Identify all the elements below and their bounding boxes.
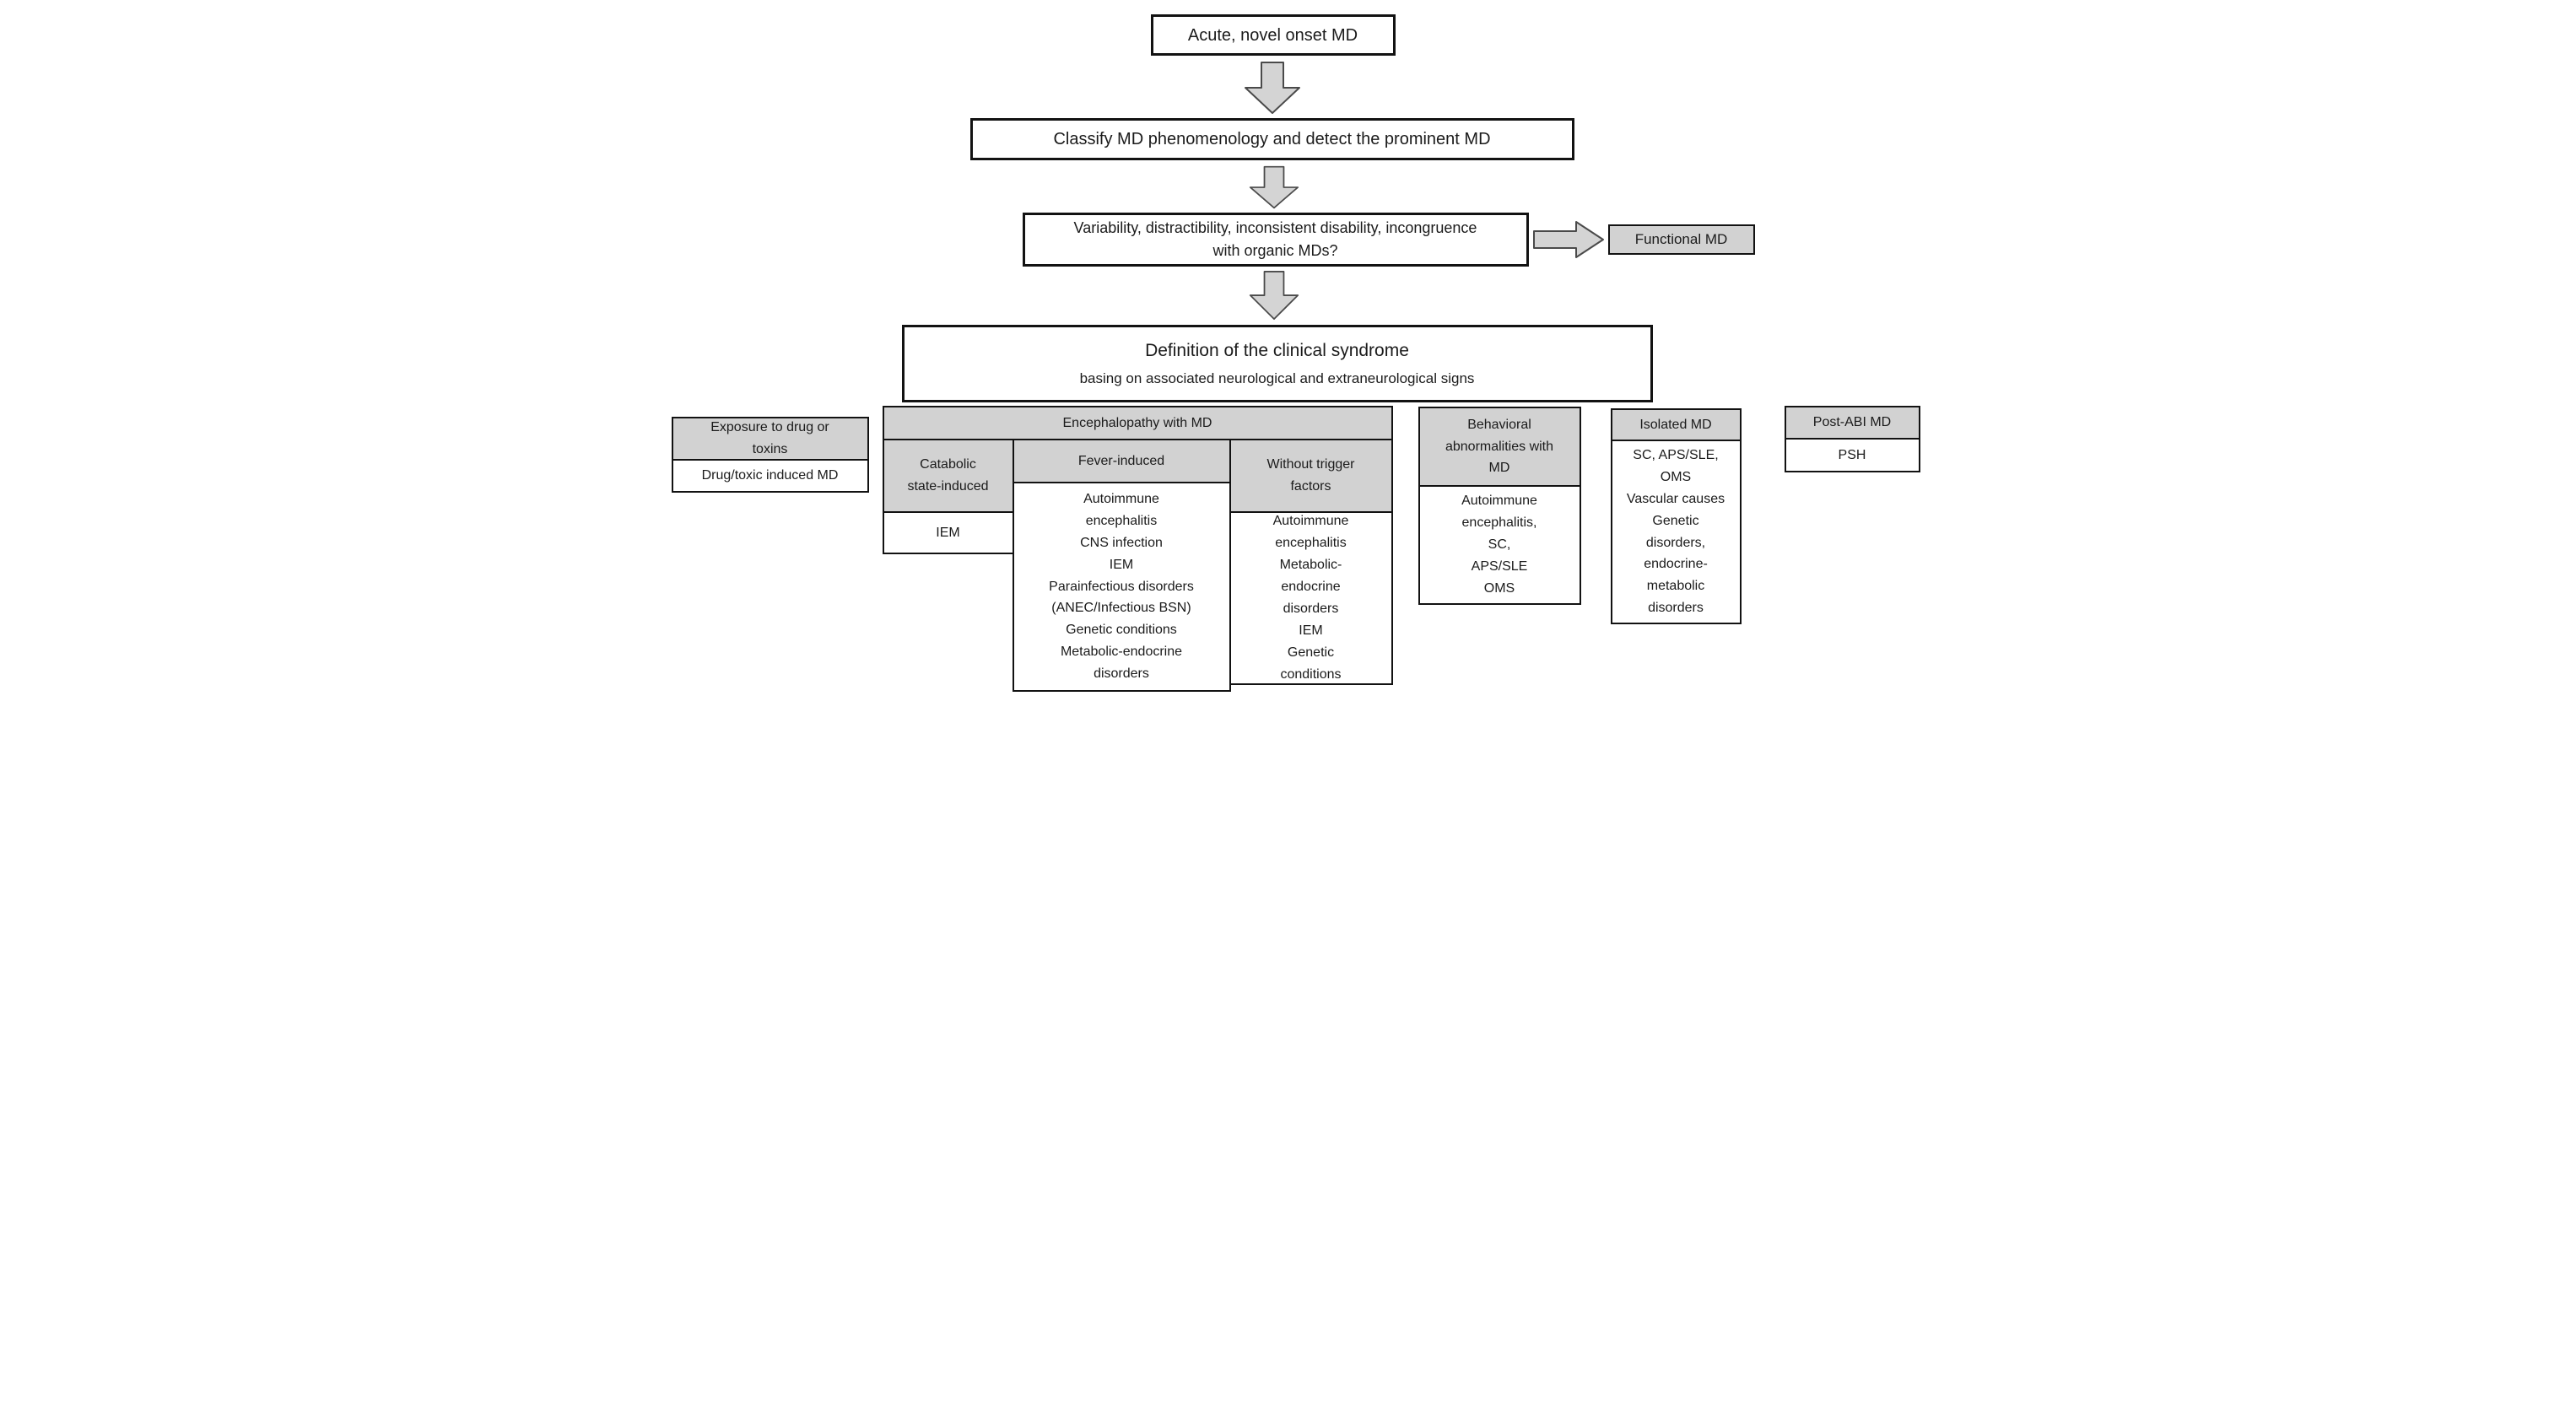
catabolic-state-body: IEM xyxy=(882,511,1014,554)
down-arrow-1-icon xyxy=(1244,61,1301,115)
fever-induced-body: Autoimmune encephalitis CNS infection IE… xyxy=(1012,482,1231,692)
behavioral-abnormalities-body: Autoimmune encephalitis, SC, APS/SLE OMS xyxy=(1418,485,1581,605)
post-abi-md-body: PSH xyxy=(1784,438,1920,472)
definition-title: Definition of the clinical syndrome xyxy=(1145,340,1409,360)
exposure-drug-toxins-body: Drug/toxic induced MD xyxy=(671,459,869,493)
right-arrow-icon xyxy=(1532,220,1605,259)
down-arrow-2-icon xyxy=(1249,165,1299,209)
functional-md-box: Functional MD xyxy=(1607,224,1755,255)
without-trigger-body: Autoimmune encephalitis Metabolic- endoc… xyxy=(1229,511,1393,685)
flowchart-diagram: Acute, novel onset MD Classify MD phenom… xyxy=(644,0,1932,704)
functional-signs-question-box: Variability, distractibility, inconsiste… xyxy=(1022,213,1529,267)
classify-phenomenology-box: Classify MD phenomenology and detect the… xyxy=(969,118,1574,160)
catabolic-state-header: Catabolic state-induced xyxy=(882,439,1014,513)
down-arrow-3-icon xyxy=(1249,270,1299,321)
exposure-drug-toxins-header: Exposure to drug or toxins xyxy=(671,417,869,461)
isolated-md-body: SC, APS/SLE, OMS Vascular causes Genetic… xyxy=(1610,440,1742,624)
fever-induced-header: Fever-induced xyxy=(1012,439,1231,483)
encephalopathy-group-header: Encephalopathy with MD xyxy=(882,406,1393,440)
without-trigger-header: Without trigger factors xyxy=(1229,439,1393,513)
definition-subtitle: basing on associated neurological and ex… xyxy=(1079,370,1475,386)
acute-onset-box: Acute, novel onset MD xyxy=(1150,14,1396,56)
post-abi-md-header: Post-ABI MD xyxy=(1784,406,1920,440)
isolated-md-header: Isolated MD xyxy=(1610,408,1742,441)
clinical-syndrome-definition-box: Definition of the clinical syndrome basi… xyxy=(901,325,1653,402)
behavioral-abnormalities-header: Behavioral abnormalities with MD xyxy=(1418,407,1581,487)
